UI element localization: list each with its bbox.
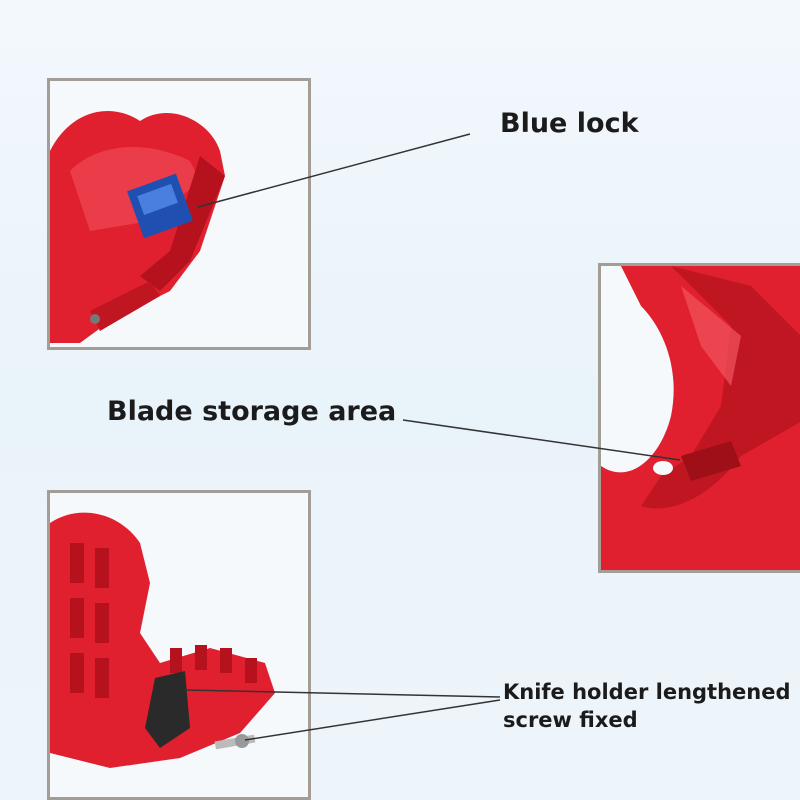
blade-storage-label: Blade storage area bbox=[107, 396, 397, 427]
knife-holder-label-line2: screw fixed bbox=[503, 708, 638, 732]
knife-holder-label-line1: Knife holder lengthened bbox=[503, 680, 791, 704]
blue-lock-label: Blue lock bbox=[500, 108, 639, 139]
knife-holder-illustration bbox=[50, 512, 275, 768]
knife-holder-photo bbox=[47, 490, 311, 800]
blade-storage-photo bbox=[598, 263, 800, 573]
blue-lock-illustration bbox=[50, 111, 225, 343]
blade-storage-illustration bbox=[601, 266, 800, 570]
blue-lock-photo bbox=[47, 78, 311, 350]
